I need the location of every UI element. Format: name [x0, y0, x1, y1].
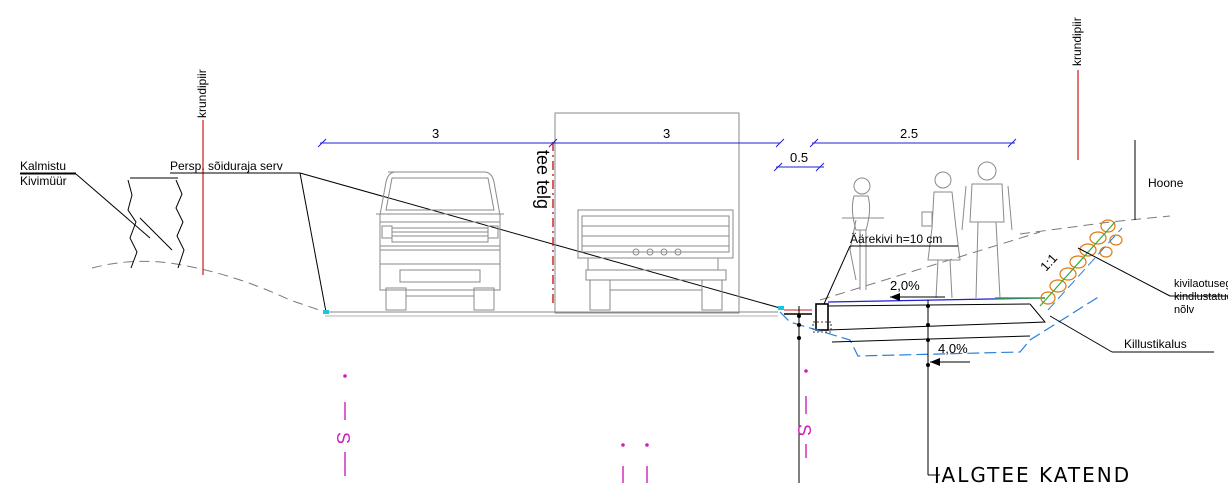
sidewalk-structure: [778, 295, 1101, 357]
section-line-right: [926, 300, 930, 475]
jalgtee-katend-label: JALGTEE KATEND: [932, 463, 1131, 483]
grade-base-label: 4,0%: [938, 341, 968, 356]
van-vehicle: [376, 171, 504, 311]
krundipiir-left-label: krundipiir: [195, 69, 209, 118]
kivimuur-label: Kivimüür: [20, 174, 67, 188]
nolv-label: nõlv: [1174, 304, 1195, 316]
kivilaotusega-label: kivilaotusega: [1174, 278, 1228, 290]
utility-marks-middle: [621, 443, 649, 483]
persp-soiduraja-label: Persp. sõiduraja serv: [170, 159, 283, 173]
kalmistu-label-group: Kalmistu Kivimüür: [20, 159, 151, 239]
kivilaotusega-label-group: kivilaotusega kindlustatud nõlv: [1077, 247, 1228, 316]
utility-line-right: S: [794, 369, 814, 458]
dim-right-2-5: 2.5: [900, 126, 918, 141]
killustikalus-label-group: Killustikalus: [1049, 315, 1214, 353]
utility-line-left: S: [333, 374, 353, 476]
slope-ratio-label: 1:1: [1037, 251, 1060, 274]
aarekivi-label: Äärekivi h=10 cm: [850, 232, 942, 246]
killustikalus-label: Killustikalus: [1124, 337, 1187, 351]
krundipiir-right-label: krundipiir: [1070, 17, 1084, 66]
grade-surface: 2,0%: [890, 278, 945, 301]
property-line-left: krundipiir: [195, 69, 209, 275]
section-line-left: [797, 306, 801, 483]
tee-telg-label: tee telg: [533, 150, 553, 209]
cyclist: [842, 177, 884, 290]
grade-base: 4,0%: [930, 341, 970, 366]
truck-vehicle: [554, 112, 740, 314]
dimension-lines: 3 3 2.5 0.5: [317, 126, 1017, 172]
building: Hoone: [1134, 140, 1184, 220]
stone-wall: [127, 177, 185, 269]
pedestrian-man: [961, 161, 1013, 299]
utility-left-label: S: [333, 432, 353, 444]
road-axis: tee telg: [533, 142, 554, 305]
persp-label-group: Persp. sõiduraja serv: [170, 159, 781, 314]
hoone-label: Hoone: [1148, 176, 1184, 190]
pedestrian-woman: [921, 171, 961, 299]
stone-slope: 1:1: [1037, 219, 1123, 311]
dim-mid-3: 3: [663, 126, 670, 141]
dim-gap-0-5: 0.5: [790, 150, 808, 165]
aarekivi-label-group: Äärekivi h=10 cm: [823, 232, 958, 305]
kindlustatud-label: kindlustatud: [1174, 291, 1228, 303]
kalmistu-label: Kalmistu: [20, 159, 66, 173]
ground-profile: [91, 215, 1171, 317]
dim-left-3: 3: [432, 126, 439, 141]
property-line-right: krundipiir: [1070, 17, 1084, 160]
jalgtee-katend-group: JALGTEE KATEND: [928, 463, 1131, 483]
grade-surface-label: 2,0%: [890, 278, 920, 293]
utility-right-label: S: [794, 424, 814, 436]
